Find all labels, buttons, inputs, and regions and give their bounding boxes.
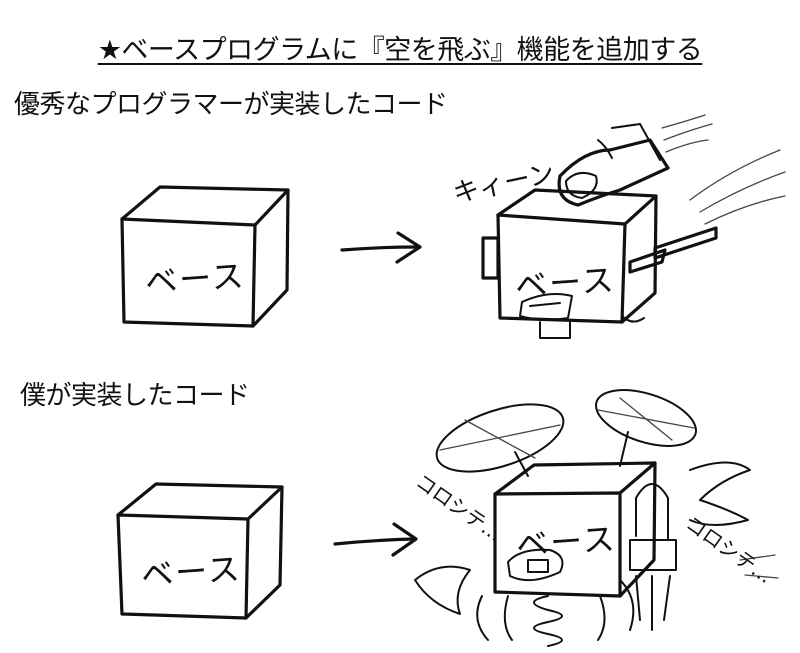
base-box-top — [120, 185, 290, 328]
box-label-jet: ベース — [513, 260, 617, 306]
arrow-bottom — [333, 522, 418, 557]
section-caption-mine: 僕が実装したコード — [20, 381, 250, 411]
box-label-bottom: ベース — [139, 549, 243, 595]
box-label-chaos: ベース — [514, 519, 618, 565]
jet-box — [481, 114, 786, 339]
arrow-top — [340, 231, 422, 264]
chaos-box — [414, 389, 779, 647]
base-box-bottom — [116, 482, 284, 620]
section-caption-good: 優秀なプログラマーが実装したコード — [14, 90, 448, 120]
page-title: ★ベースプログラムに『空を飛ぶ』機能を追加する — [97, 35, 703, 66]
box-label-top: ベース — [143, 256, 247, 302]
